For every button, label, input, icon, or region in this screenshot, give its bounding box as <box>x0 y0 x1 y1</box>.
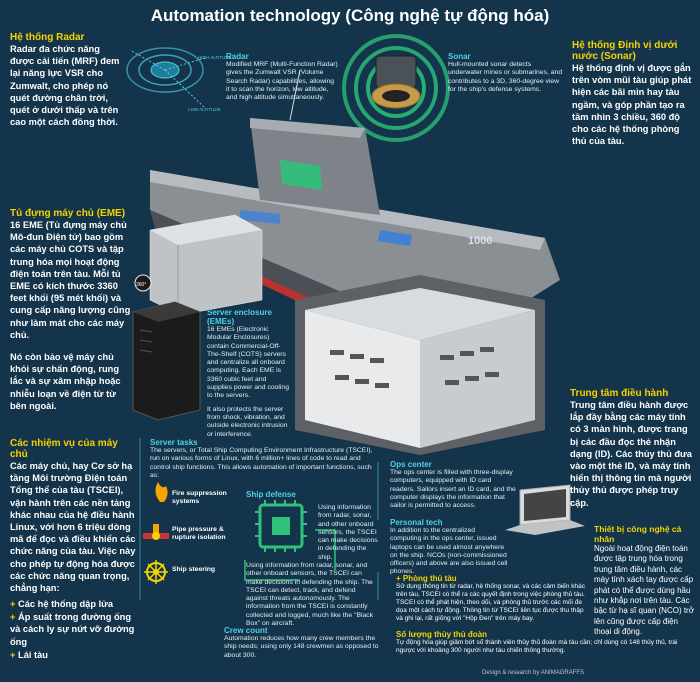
ship-wheel-icon <box>144 560 168 584</box>
crew-vi-block: Số lượng thủy thủ đoàn Tự động hóa giúp … <box>396 630 692 655</box>
task-pipe-label: Pipe pressure & rupture isolation <box>172 526 226 542</box>
hull-number: 1000 <box>468 235 492 247</box>
personal-vi-text: Ngoài hoạt động điện toán được tập trung… <box>594 544 694 637</box>
server-tasks-text: The servers, or Total Ship Computing Env… <box>150 447 373 479</box>
eme-vi-text2: Nó còn bảo vệ máy chủ khỏi sự chấn động,… <box>10 352 121 411</box>
pipe-valve-icon <box>143 524 169 540</box>
crew-count-block: Crew count Automation reduces how many c… <box>224 626 384 660</box>
sonar-en-block: Sonar Hull-mounted sonar detects underwa… <box>448 52 566 94</box>
tasks-vi-text: Các máy chủ, hay Cơ sở hạ tầng Môi trườn… <box>10 461 136 594</box>
ops-center-illustration <box>295 275 545 455</box>
crew-count-heading: Crew count <box>224 626 268 635</box>
ship-defense-heading: Ship defense <box>246 490 296 499</box>
fire-icon <box>155 482 168 502</box>
personal-vi-block: Thiết bị công nghệ cá nhân Ngoài hoạt độ… <box>594 524 694 638</box>
tasks-vi-list: Các hệ thống dập lửa Áp suất trong đường… <box>10 598 136 661</box>
ops-vi-text: Trung tâm điều hành được lắp đầy bằng cá… <box>570 400 692 508</box>
eme-vi-heading: Tủ đựng máy chủ (EME) <box>10 208 126 219</box>
sonar-vi-heading: Hệ thống Định vị dưới nước (Sonar) <box>572 40 678 62</box>
task-steering-label: Ship steering <box>172 566 216 573</box>
360-icon <box>134 274 152 292</box>
radar-vi-block: Hệ thống Radar Radar đa chức năng được c… <box>10 32 120 128</box>
sonar-en-text: Hull-mounted sonar detects underwater mi… <box>448 61 563 93</box>
sonar-en-heading: Sonar <box>448 52 471 61</box>
list-item: Lái tàu <box>10 649 136 662</box>
radar-en-block: Radar Modified MRF (Multi-Function Radar… <box>226 52 338 102</box>
ops-center-block: Ops center The ops center is filled with… <box>390 460 568 510</box>
radar-en-text: Modified MRF (Multi-Function Radar) give… <box>226 61 338 102</box>
page-title: Automation technology (Công nghệ tự động… <box>150 6 550 25</box>
server-enclosure-text: 16 EMEs (Electronic Modular Enclosures) … <box>207 326 289 400</box>
tasks-vi-block: Các nhiệm vụ của máy chủ Các máy chủ, ha… <box>10 438 136 661</box>
radar-en-heading: Radar <box>226 52 249 61</box>
connector-lines <box>139 438 379 600</box>
personal-tech-block: Personal tech In addition to the central… <box>390 518 508 577</box>
sonar-vi-block: Hệ thống Định vị dưới nước (Sonar) Hệ th… <box>572 40 692 147</box>
server-enclosure-text2: It also protects the server from shock, … <box>207 405 288 438</box>
personal-tech-text: In addition to the centralized computing… <box>390 527 508 576</box>
radar-vi-text: Radar đa chức năng được cải tiến (MRF) đ… <box>10 44 120 128</box>
personal-tech-heading: Personal tech <box>390 518 443 527</box>
radar-high-label: HIGH ALTITUDE <box>198 55 232 60</box>
list-item: Áp suất trong đường ống và cách ly sự nứ… <box>10 611 136 649</box>
laptop-icon <box>505 484 585 535</box>
radar-vi-heading: Hệ thống Radar <box>10 32 85 43</box>
list-item: Các hệ thống dập lửa <box>10 598 136 611</box>
ops-vi-heading: Trung tâm điều hành <box>570 388 669 399</box>
ship-defense-text-a: Using information from radar, sonar, and… <box>318 504 378 561</box>
ops-center-text: The ops center is filled with three-disp… <box>390 469 516 510</box>
server-rack-illustration <box>132 301 201 421</box>
eme-vi-block: Tủ đựng máy chủ (EME) 16 EME (Tủ đựng má… <box>10 208 132 412</box>
server-enclosure-heading: Server enclosure (EMEs) <box>207 308 272 326</box>
task-fire-label: Fire suppression systems <box>172 490 227 506</box>
server-tasks-heading: Server tasks <box>150 438 198 447</box>
chip-icon <box>244 500 336 581</box>
radar-low-label: LOW ALTITUDE <box>188 107 221 112</box>
sonar-vi-text: Hệ thống định vị được gắn trên vòm mũi t… <box>572 63 692 147</box>
eme-module-illustration <box>149 214 263 316</box>
server-tasks-block: Server tasks The servers, or Total Ship … <box>150 438 376 480</box>
ship-defense-text: Using information from radar, sonar, and… <box>246 562 374 628</box>
radar-icon <box>126 47 206 109</box>
defense-vi-heading: + Phòng thủ tàu <box>396 574 457 583</box>
eme-vi-text: 16 EME (Tủ đựng máy chủ Mô-đun Điện tử) … <box>10 220 131 340</box>
ops-center-heading: Ops center <box>390 460 432 469</box>
sonar-icon <box>342 34 450 142</box>
defense-vi-text: Sử dụng thông tin từ radar, hệ thống son… <box>396 583 586 622</box>
crew-vi-heading: Số lượng thủy thủ đoàn <box>396 630 488 639</box>
defense-vi-block: + Phòng thủ tàu Sử dụng thông tin từ rad… <box>396 574 591 623</box>
tasks-vi-heading: Các nhiệm vụ của máy chủ <box>10 438 118 460</box>
credit: Design & research by ANIMAGRAFFS <box>482 670 585 676</box>
crew-count-text: Automation reduces how many crew members… <box>224 635 379 659</box>
personal-vi-heading: Thiết bị công nghệ cá nhân <box>594 524 682 544</box>
server-enclosure-block: Server enclosure (EMEs) 16 EMEs (Electro… <box>207 308 289 439</box>
crew-vi-text: Tự động hóa giúp giảm bớt số thành viên … <box>396 639 678 654</box>
ops-vi-block: Trung tâm điều hành Trung tâm điều hành … <box>570 388 692 509</box>
360-label: 360° <box>136 282 146 288</box>
